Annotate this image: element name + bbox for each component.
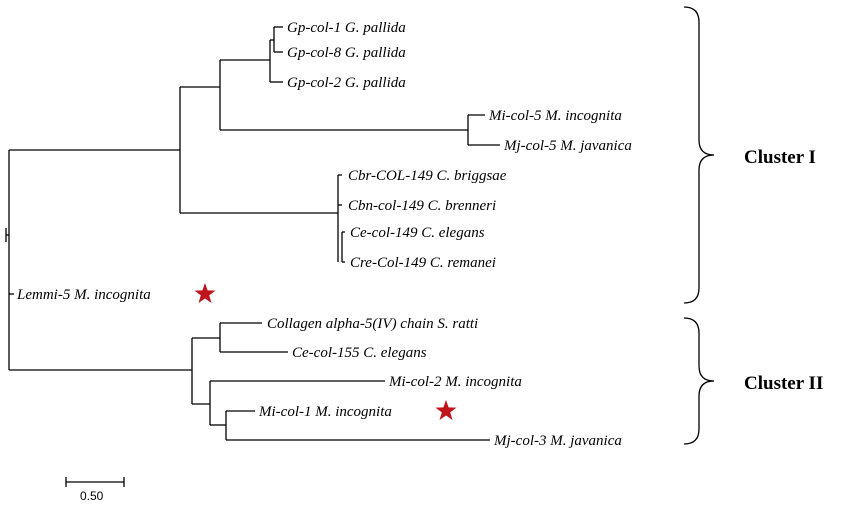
taxon-label-gp1: Gp-col-1 G. pallida	[287, 20, 406, 36]
scale-bar: 0.50	[65, 477, 125, 503]
taxon-label-gp2: Gp-col-2 G. pallida	[287, 75, 406, 91]
taxon-label-mi5: Mi-col-5 M. incognita	[488, 108, 622, 124]
cluster-2-label: Cluster II	[744, 373, 823, 394]
taxon-label-cbn: Cbn-col-149 C. brenneri	[348, 198, 496, 214]
taxon-label-sratti: Collagen alpha-5(IV) chain S. ratti	[267, 316, 478, 332]
cluster-1-bracket	[683, 6, 715, 304]
taxon-labels: Gp-col-1 G. pallida Gp-col-8 G. pallida …	[16, 20, 632, 449]
taxon-label-cbr: Cbr-COL-149 C. briggsae	[348, 168, 507, 184]
taxon-label-mj5: Mj-col-5 M. javanica	[503, 138, 632, 154]
highlight-stars	[194, 283, 457, 420]
taxon-label-mi1: Mi-col-1 M. incognita	[258, 404, 392, 420]
cluster-brackets: Cluster I Cluster II	[683, 6, 823, 445]
taxon-label-cre: Cre-Col-149 C. remanei	[350, 255, 496, 271]
tree-branches	[5, 26, 500, 441]
scale-bar-label: 0.50	[80, 489, 104, 503]
taxon-label-ce149: Ce-col-149 C. elegans	[350, 225, 485, 241]
taxon-label-mj3: Mj-col-3 M. javanica	[493, 433, 622, 449]
star-icon	[435, 400, 457, 420]
taxon-label-lemmi: Lemmi-5 M. incognita	[16, 287, 151, 303]
taxon-label-ce155: Ce-col-155 C. elegans	[292, 345, 427, 361]
taxon-label-gp8: Gp-col-8 G. pallida	[287, 45, 406, 61]
cluster-2-bracket	[683, 317, 715, 445]
cluster-1-label: Cluster I	[744, 147, 816, 168]
star-icon	[194, 283, 216, 303]
taxon-label-mi2: Mi-col-2 M. incognita	[388, 374, 522, 390]
